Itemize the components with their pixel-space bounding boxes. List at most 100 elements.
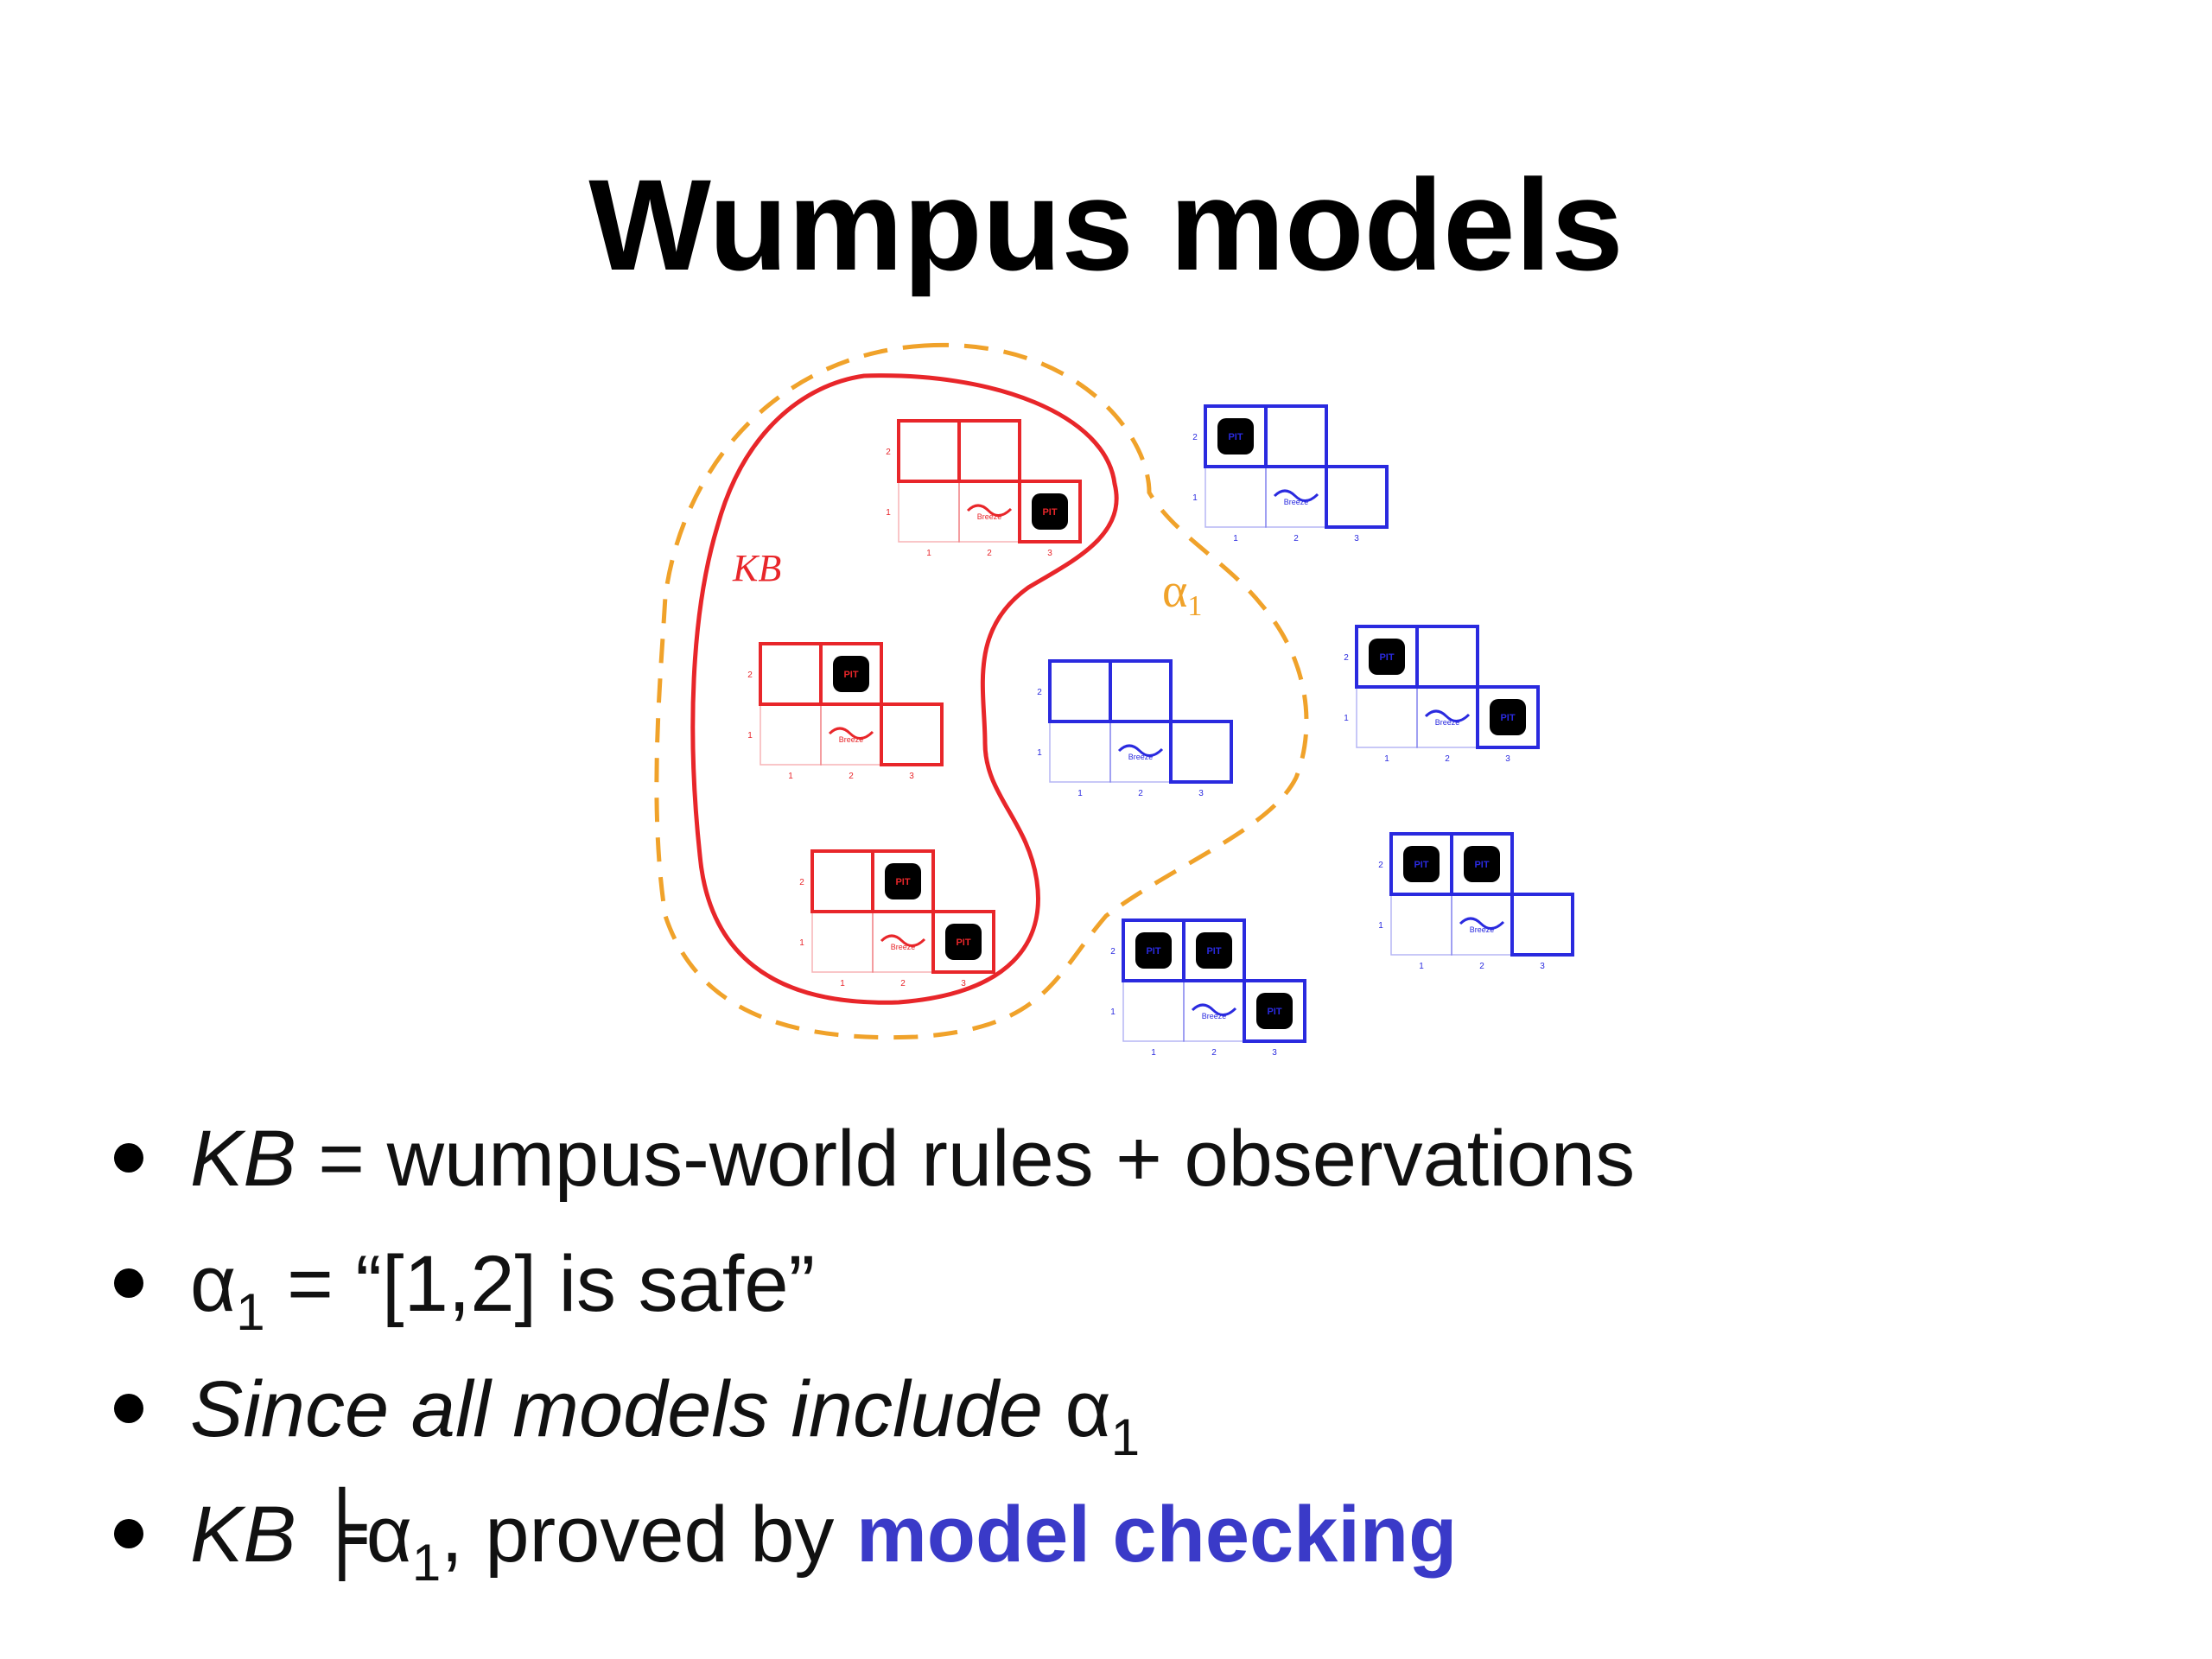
grid-cell (957, 419, 1021, 483)
pit-label: PIT (843, 670, 858, 680)
row-label: 2 (1378, 861, 1383, 870)
grid-cell (760, 703, 822, 766)
grid-cell (1049, 721, 1111, 783)
breeze-icon (1191, 1003, 1237, 1016)
col-label: 1 (840, 979, 845, 988)
col-label: 3 (1198, 789, 1204, 798)
pit-label: PIT (1228, 432, 1243, 442)
col-label: 1 (1151, 1048, 1156, 1058)
pit-label: PIT (1500, 713, 1515, 723)
row-label: 1 (1344, 714, 1349, 723)
col-label: 1 (1233, 534, 1238, 543)
breeze-label: Breeze (977, 512, 1002, 521)
row-label: 2 (886, 448, 891, 457)
breeze-icon (1273, 489, 1319, 502)
bullet-item-entails: KB ╞α1, proved by model checking (104, 1495, 1635, 1620)
breeze-label: Breeze (1128, 753, 1154, 761)
grid-cell (1243, 979, 1306, 1043)
breeze-label: Breeze (1435, 718, 1460, 727)
row-label: 1 (1037, 748, 1042, 758)
highlight-model-checking: model checking (855, 1491, 1458, 1579)
grid-cell (1182, 918, 1246, 982)
col-label: 1 (926, 549, 931, 558)
breeze-label: Breeze (1284, 498, 1309, 506)
row-label: 2 (747, 671, 753, 680)
pit-icon (1369, 639, 1405, 675)
row-label: 1 (747, 731, 753, 741)
bullet-dot (114, 1394, 143, 1423)
model-grid: Breeze PIT PIT 2 1 1 2 3 (1378, 832, 1574, 971)
row-label: 2 (1037, 688, 1042, 697)
grid-cell (1109, 659, 1173, 723)
col-label: 3 (1354, 534, 1359, 543)
grid-cell (1325, 465, 1389, 529)
pit-label: PIT (1414, 860, 1428, 870)
pit-label: PIT (1267, 1007, 1281, 1017)
row-label: 1 (1192, 493, 1198, 503)
col-label: 2 (1294, 534, 1299, 543)
breeze-label: Breeze (891, 943, 916, 951)
row-label: 1 (1378, 921, 1383, 931)
col-label: 3 (1272, 1048, 1277, 1058)
breeze-icon (1459, 917, 1505, 930)
grid-cell (810, 849, 874, 913)
model-grid: Breeze PIT PIT PIT 2 1 1 2 3 (1110, 918, 1306, 1058)
col-label: 3 (1540, 962, 1545, 971)
pit-label: PIT (1206, 946, 1221, 957)
col-label: 2 (1211, 1048, 1217, 1058)
breeze-icon (880, 934, 926, 947)
col-label: 2 (1138, 789, 1143, 798)
pit-icon (1196, 932, 1232, 969)
pit-label: PIT (1042, 507, 1057, 518)
grid-cell (898, 480, 960, 543)
bullet-item-since: Since all models include α1 (104, 1370, 1635, 1495)
pit-label: PIT (1146, 946, 1160, 957)
grid-cell (931, 910, 995, 974)
pit-label: PIT (1379, 652, 1394, 663)
breeze-icon (1117, 744, 1164, 757)
grid-cell (1122, 980, 1185, 1042)
grid-cell (1018, 480, 1082, 543)
grid-cell (880, 702, 944, 766)
bullet-item-kb: KB = wumpus-world rules + observations (104, 1119, 1635, 1244)
pit-icon (1256, 993, 1293, 1029)
grid-cell (819, 642, 883, 706)
pit-label: PIT (956, 938, 970, 948)
row-label: 1 (1110, 1007, 1116, 1017)
grid-cell (1048, 659, 1112, 723)
row-label: 2 (1344, 653, 1349, 663)
grid-cell (1415, 625, 1479, 689)
breeze-label: Breeze (1202, 1012, 1227, 1020)
pit-icon (833, 656, 869, 692)
row-label: 2 (799, 878, 804, 887)
alpha-region-label: α1 (1162, 564, 1202, 622)
pit-icon (1032, 493, 1068, 530)
col-label: 2 (1445, 754, 1450, 764)
breeze-icon (828, 727, 874, 740)
grid-cell (811, 911, 874, 973)
slide-title: Wumpus models (588, 152, 1624, 297)
row-label: 1 (799, 938, 804, 948)
bullet-dot (114, 1143, 143, 1173)
col-label: 3 (961, 979, 966, 988)
row-label: 2 (1110, 947, 1116, 957)
bullet-list: KB = wumpus-world rules + observations α… (104, 1119, 1635, 1620)
col-label: 1 (1384, 754, 1389, 764)
model-grid: Breeze 2 1 1 2 3 (1037, 659, 1233, 798)
grid-cell (1264, 404, 1328, 468)
pit-label: PIT (1474, 860, 1489, 870)
bullet-dot (114, 1268, 143, 1298)
grid-cell (1476, 685, 1540, 749)
col-label: 1 (1419, 962, 1424, 971)
breeze-label: Breeze (1470, 925, 1495, 934)
kb-region-label: KB (732, 547, 781, 589)
col-label: 1 (1077, 789, 1083, 798)
col-label: 3 (909, 772, 914, 781)
grid-cell (759, 642, 823, 706)
grid-cell (1390, 893, 1452, 956)
col-label: 2 (1479, 962, 1484, 971)
alpha-region-boundary (654, 342, 1309, 1040)
